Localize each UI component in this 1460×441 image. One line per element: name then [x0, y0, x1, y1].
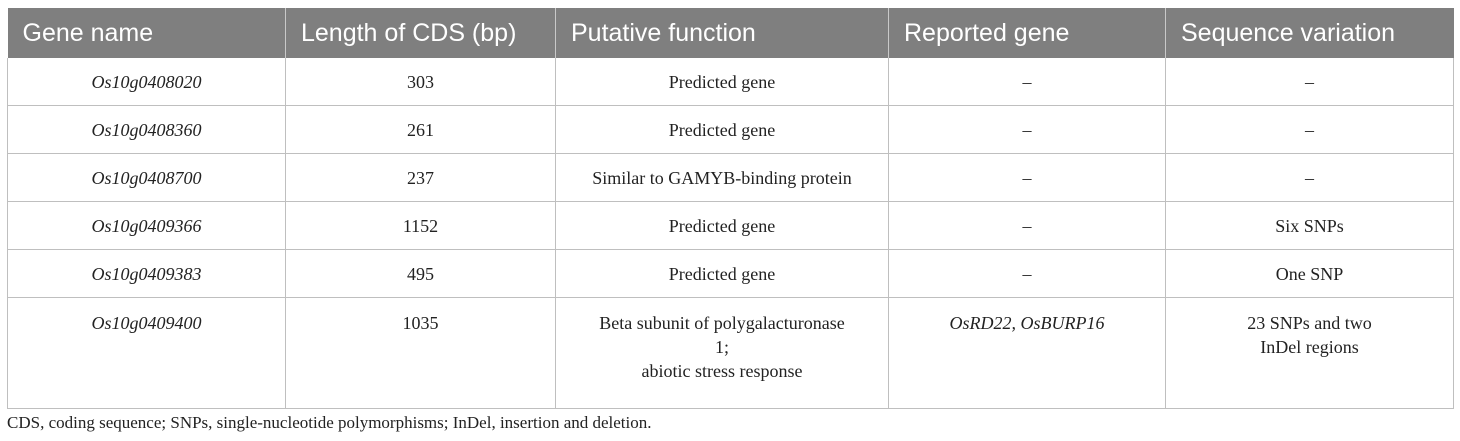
cell-cds-length: 495 [285, 249, 556, 298]
cell-putative-function: Predicted gene [555, 249, 889, 298]
table-header: Gene name Length of CDS (bp) Putative fu… [7, 8, 1454, 58]
cell-gene-name: Os10g0408020 [7, 58, 286, 106]
table-footnote: CDS, coding sequence; SNPs, single-nucle… [7, 413, 652, 432]
cell-cds-length: 237 [285, 153, 556, 202]
cell-putative-function: Predicted gene [555, 201, 889, 250]
table-row: Os10g0409366 1152 Predicted gene – Six S… [7, 201, 1454, 250]
cell-sequence-variation: – [1165, 153, 1454, 202]
table-row: Os10g0408020 303 Predicted gene – – [7, 58, 1454, 106]
variation-line: 23 SNPs and two [1247, 313, 1372, 333]
variation-line: InDel regions [1260, 337, 1359, 357]
cell-sequence-variation: – [1165, 58, 1454, 106]
cell-gene-name: Os10g0409400 [7, 297, 286, 409]
header-row: Gene name Length of CDS (bp) Putative fu… [7, 8, 1454, 58]
header-cds-length: Length of CDS (bp) [285, 8, 556, 58]
header-putative-function: Putative function [555, 8, 889, 58]
cell-gene-name: Os10g0409366 [7, 201, 286, 250]
table-row: Os10g0408700 237 Similar to GAMYB-bindin… [7, 153, 1454, 202]
header-gene-name: Gene name [7, 8, 286, 58]
header-reported-gene: Reported gene [888, 8, 1166, 58]
function-line: abiotic stress response [641, 361, 803, 381]
cell-reported-gene: – [888, 249, 1166, 298]
table-row: Os10g0409400 1035 Beta subunit of polyga… [7, 297, 1454, 409]
cell-cds-length: 261 [285, 105, 556, 154]
cell-reported-gene: OsRD22, OsBURP16 [888, 297, 1166, 409]
cell-putative-function: Predicted gene [555, 58, 889, 106]
cell-cds-length: 1152 [285, 201, 556, 250]
cell-gene-name: Os10g0408700 [7, 153, 286, 202]
cell-sequence-variation: One SNP [1165, 249, 1454, 298]
gene-table: Gene name Length of CDS (bp) Putative fu… [7, 8, 1454, 409]
cell-reported-gene: – [888, 58, 1166, 106]
cell-gene-name: Os10g0409383 [7, 249, 286, 298]
header-sequence-variation: Sequence variation [1165, 8, 1454, 58]
function-line: Beta subunit of polygalacturonase [599, 313, 845, 333]
cell-putative-function: Predicted gene [555, 105, 889, 154]
cell-sequence-variation: 23 SNPs and two InDel regions [1165, 297, 1454, 409]
cell-sequence-variation: – [1165, 105, 1454, 154]
cell-reported-gene: – [888, 201, 1166, 250]
cell-sequence-variation: Six SNPs [1165, 201, 1454, 250]
gene-table-container: Gene name Length of CDS (bp) Putative fu… [7, 8, 1454, 409]
table-row: Os10g0409383 495 Predicted gene – One SN… [7, 249, 1454, 298]
cell-reported-gene: – [888, 153, 1166, 202]
cell-putative-function: Beta subunit of polygalacturonase 1; abi… [555, 297, 889, 409]
cell-reported-gene: – [888, 105, 1166, 154]
table-body: Os10g0408020 303 Predicted gene – – Os10… [7, 58, 1454, 409]
cell-gene-name: Os10g0408360 [7, 105, 286, 154]
table-row: Os10g0408360 261 Predicted gene – – [7, 105, 1454, 154]
cell-cds-length: 303 [285, 58, 556, 106]
function-line: 1; [714, 337, 729, 357]
cell-cds-length: 1035 [285, 297, 556, 409]
cell-putative-function: Similar to GAMYB-binding protein [555, 153, 889, 202]
